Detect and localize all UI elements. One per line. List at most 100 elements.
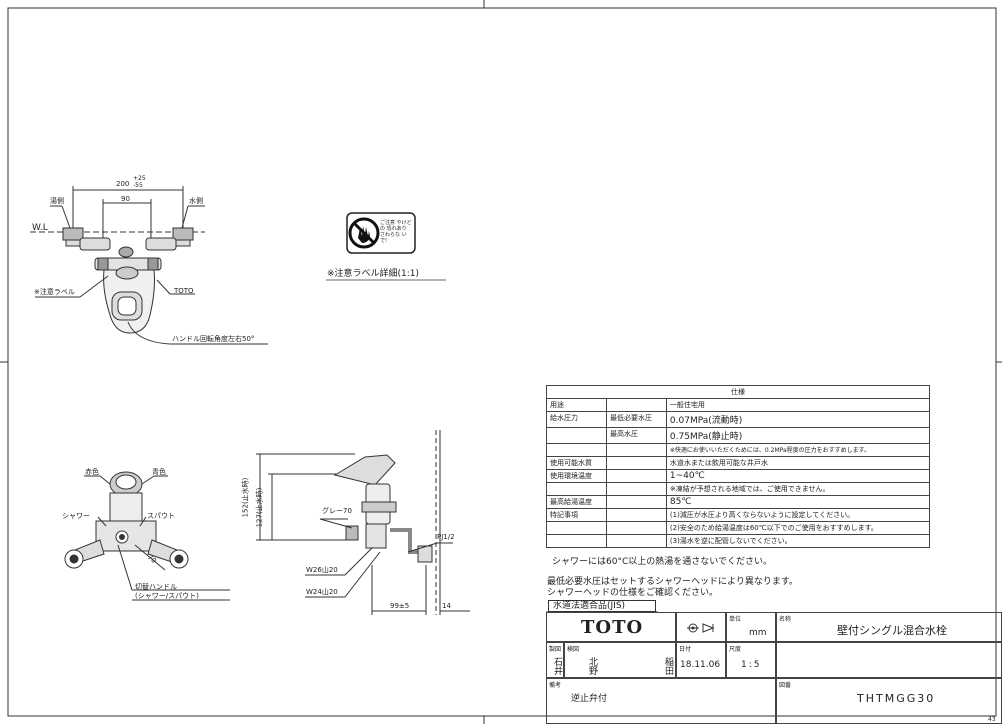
- handle-angle-callout: ハンドル回転角度左右50°: [172, 335, 255, 343]
- shower-label: シャワー: [62, 512, 90, 520]
- hot-side-label: 湯側: [50, 197, 64, 205]
- spec-key: [546, 482, 607, 496]
- dim-99-label: 99±5: [390, 602, 410, 610]
- spec-key: 使用環境温度: [546, 469, 607, 483]
- spec-subkey: 最高水圧: [605, 427, 667, 444]
- spec-key: 給水圧力: [546, 411, 607, 428]
- caution-caption: ※注意ラベル詳細(1:1): [327, 269, 420, 279]
- spec-key: 最高給湯温度: [546, 495, 607, 509]
- blank-cell: [776, 642, 1002, 678]
- date-cell: 日付 18.11.06: [676, 642, 726, 678]
- dim-tol-plus: +25: [133, 175, 146, 182]
- switch-handle-label-2: (シャワー/スパウト): [135, 592, 199, 600]
- spec-value: 85℃: [665, 495, 931, 509]
- front-view-faucet: [64, 471, 230, 601]
- spec-subkey: [605, 482, 667, 496]
- spec-key: [546, 534, 607, 548]
- drawn-cell: 製図 石井: [546, 642, 564, 678]
- blue-label: 青色: [152, 468, 166, 476]
- note-line-3: シャワーヘッドの仕様をご確認ください。: [547, 588, 719, 598]
- dim-overall: 200: [116, 180, 130, 188]
- drawing-no-cell: 図番 THTMGG30: [776, 678, 1002, 724]
- note-line-1: シャワーには60°C以上の熱湯を通さないでください。: [552, 557, 772, 567]
- spec-subkey: [605, 495, 667, 509]
- dim-152-label: 152(止水時): [241, 477, 250, 518]
- red-label: 赤色: [85, 468, 99, 476]
- spec-value: 1~40℃: [665, 469, 931, 483]
- top-view-faucet: [30, 186, 268, 345]
- drawing-no: THTMGG30: [857, 692, 936, 705]
- spec-key: 用途: [546, 398, 607, 412]
- spec-subkey: [605, 456, 667, 470]
- drawn-by: 石井: [552, 657, 562, 675]
- spout-label: スパウト: [147, 512, 175, 520]
- spec-subkey: 最低必要水圧: [605, 411, 667, 428]
- spec-title: 仕様: [546, 385, 930, 399]
- spec-subkey: [605, 443, 667, 457]
- spec-value: (2)安全のため給湯温度は60℃以下でのご使用をおすすめします。: [665, 521, 931, 535]
- gray-label: グレー70: [322, 507, 352, 515]
- jis-box: 水道法適合品(JIS): [548, 600, 656, 612]
- spec-value: ※快適にお使いいただくためには、0.2MPa程度の圧力をおすすめします。: [665, 443, 931, 457]
- spec-subkey: [605, 521, 667, 535]
- jis-label: 水道法適合品(JIS): [553, 601, 626, 611]
- scale-value: 1:5: [741, 660, 762, 670]
- name-label: 名称: [779, 616, 792, 623]
- page-mark: 43: [988, 716, 996, 723]
- note-line-2: 最低必要水圧はセットするシャワーヘッドにより異なります。: [547, 577, 798, 587]
- checked-label: 検図: [567, 646, 580, 653]
- spec-value: (3)湯水を逆に配管しないでください。: [665, 534, 931, 548]
- spec-value: (1)減圧が水圧より高くならないように設定してください。: [665, 508, 931, 522]
- spec-key: [546, 521, 607, 535]
- water-level-label: W.L: [32, 223, 48, 233]
- spec-key: [546, 427, 607, 444]
- spec-subkey: [605, 508, 667, 522]
- projection-symbol-cell: [676, 612, 726, 642]
- scale-label: 尺度: [729, 646, 742, 653]
- spec-key: 使用可能水質: [546, 456, 607, 470]
- spec-subkey: [605, 534, 667, 548]
- approved-by: 稲田: [663, 657, 673, 675]
- brand-logo: TOTO: [581, 617, 644, 638]
- caution-callout: ※注意ラベル: [34, 288, 75, 296]
- spec-key: [546, 443, 607, 457]
- switch-handle-label-1: 切替ハンドル: [135, 583, 177, 591]
- dim-tol-minus: -55: [133, 182, 143, 189]
- date-value: 18.11.06: [680, 660, 721, 670]
- product-name: 壁付シングル混合水栓: [837, 624, 947, 637]
- caution-label-text: ご注意 やけどの 恐れあり さわらな いで!: [380, 220, 412, 244]
- spec-value: ※凍結が予想される地域では、ご使用できません。: [665, 482, 931, 496]
- spec-value: 一般住宅用: [665, 398, 931, 412]
- drawing-no-label: 図番: [779, 682, 792, 689]
- spec-value: 0.07MPa(流動時): [665, 411, 931, 428]
- brand-callout: TOTO: [174, 287, 194, 295]
- unit-label: 単位: [729, 616, 742, 623]
- unit-cell: 単位 mm: [726, 612, 776, 642]
- remarks-cell: 備考 逆止弁付: [546, 678, 776, 724]
- dim-127-label: 127(止水時): [255, 487, 264, 528]
- unit-value: mm: [749, 628, 767, 638]
- date-label: 日付: [679, 646, 692, 653]
- remarks-value: 逆止弁付: [571, 694, 608, 704]
- caution-label-icon: [346, 212, 416, 254]
- spec-subkey: [605, 398, 667, 412]
- dim-14-label: 14: [442, 602, 451, 610]
- scale-cell: 尺度 1:5: [726, 642, 776, 678]
- checked-cell: 検図 北野 稲田: [564, 642, 676, 678]
- spec-value: 水道水または飲用可能な井戸水: [665, 456, 931, 470]
- brand-cell: TOTO: [546, 612, 676, 642]
- third-angle-projection-icon: [687, 623, 715, 633]
- side-view-faucet: [256, 430, 470, 615]
- checked-by: 北野: [587, 657, 597, 675]
- remarks-label: 備考: [549, 682, 562, 689]
- name-cell: 名称 壁付シングル混合水栓: [776, 612, 1002, 642]
- w24-label: W24山20: [306, 588, 338, 596]
- title-block: TOTO 単位 mm 名称 壁付シングル混合水栓 製図 石井 検図 北野 稲田 …: [546, 612, 1002, 724]
- pj-label: PJ1/2: [437, 533, 455, 541]
- spec-subkey: [605, 469, 667, 483]
- dim-center: 90: [121, 195, 130, 203]
- spec-value: 0.75MPa(静止時): [665, 427, 931, 444]
- spec-table: 仕様 用途 一般住宅用 給水圧力 最低必要水圧 0.07MPa(流動時) 最高水…: [546, 385, 931, 548]
- cold-side-label: 水側: [189, 197, 203, 205]
